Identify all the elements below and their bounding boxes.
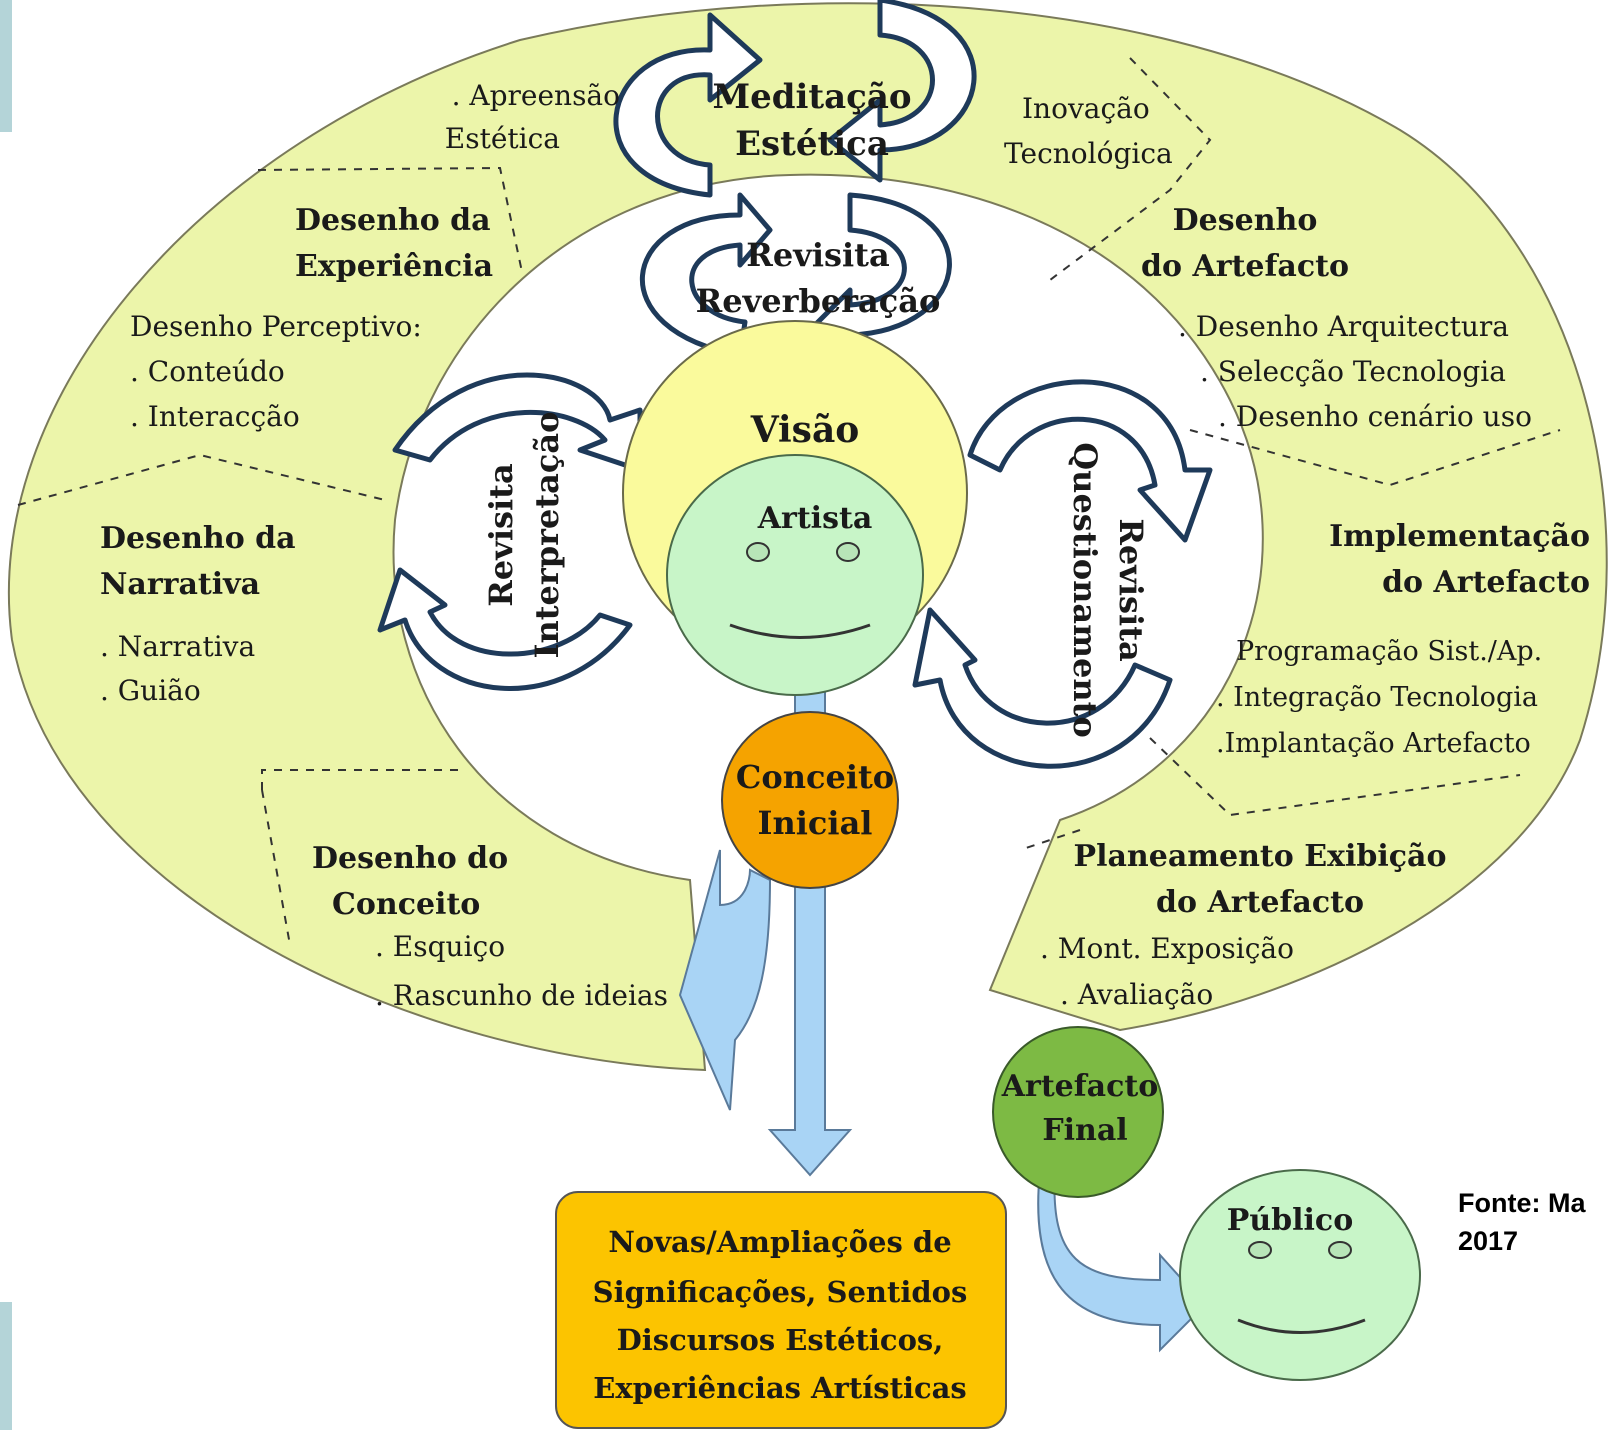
initial-concept-circle <box>721 711 899 889</box>
implementation-title-line2: do Artefacto <box>1382 565 1590 600</box>
meditation-title-line1: Meditação <box>712 77 911 117</box>
questioning-line1: Revisita <box>1112 518 1150 661</box>
slide-side-bar-top <box>0 0 12 132</box>
final-artifact-line2: Final <box>1042 1113 1127 1148</box>
result-box <box>555 1191 1007 1429</box>
narrative-title-line2: Narrativa <box>100 567 260 602</box>
public-smile-icon <box>1237 1318 1366 1334</box>
interpretation-line1: Revisita <box>482 463 520 606</box>
artifact-design-item: . Desenho cenário uso <box>1218 400 1532 433</box>
source-line1: Fonte: Ma <box>1458 1188 1586 1218</box>
questioning-line2: Questionamento <box>1066 442 1104 737</box>
implementation-title-line1: Implementação <box>1329 519 1590 554</box>
artist-eye-right-icon <box>836 542 860 562</box>
initial-concept-line1: Conceito <box>736 758 894 796</box>
implementation-item: Programação Sist./Ap. <box>1236 636 1542 667</box>
implementation-item: . Integração Tecnologia <box>1216 682 1538 713</box>
source-line2: 2017 <box>1458 1226 1518 1256</box>
result-line1: Novas/Ampliações de <box>608 1225 951 1259</box>
narrative-title-line1: Desenho da <box>100 521 296 556</box>
artist-smile-icon <box>729 623 871 639</box>
interpretation-line2: Interpretação <box>528 412 566 659</box>
narrative-item: . Narrativa <box>100 630 255 663</box>
meditation-title-line2: Estética <box>735 124 889 164</box>
final-artifact-circle <box>992 1026 1164 1198</box>
public-face <box>1179 1169 1421 1381</box>
concept-title-line2: Conceito <box>332 887 480 922</box>
artist-eye-left-icon <box>746 542 770 562</box>
result-line4: Experiências Artísticas <box>593 1371 967 1405</box>
outer-process-ring <box>7 2 1608 1072</box>
innovation-line2: Tecnológica <box>1004 137 1173 170</box>
artifact-design-item: . Desenho Arquitectura <box>1178 310 1509 343</box>
final-artifact-line1: Artefacto <box>1001 1069 1159 1104</box>
concept-item: . Rascunho de ideias <box>375 979 668 1012</box>
exhibition-item: . Avaliação <box>1060 978 1213 1011</box>
experience-title-line2: Experiência <box>295 249 493 284</box>
section-dividers <box>17 57 1561 946</box>
artifact-to-public-arrow <box>1037 1169 1207 1353</box>
initial-concept-line2: Inicial <box>758 804 873 842</box>
artist-face <box>666 454 924 696</box>
apprehension-line1: . Apreensão <box>452 79 620 112</box>
interpretation-cycle-arrows <box>377 372 643 691</box>
vision-label: Visão <box>750 409 860 451</box>
innovation-line1: Inovação <box>1022 92 1150 125</box>
questioning-cycle-arrows <box>912 379 1213 769</box>
public-label: Público <box>1227 1203 1353 1238</box>
artifact-design-title-line1: Desenho <box>1173 203 1318 238</box>
public-eye-right-icon <box>1328 1241 1352 1259</box>
reverberation-line2: Reverberação <box>696 282 941 320</box>
result-line3: Discursos Estéticos, <box>617 1323 944 1357</box>
artifact-design-title-line2: do Artefacto <box>1141 249 1349 284</box>
artifact-design-item: . Selecção Tecnologia <box>1200 355 1506 388</box>
result-line2: Significações, Sentidos <box>593 1275 968 1309</box>
concept-title-line1: Desenho do <box>312 841 508 876</box>
concept-item: . Esquiço <box>375 930 505 963</box>
experience-item: Desenho Perceptivo: <box>130 310 422 343</box>
artist-label: Artista <box>757 501 873 536</box>
apprehension-line2: Estética <box>445 122 560 155</box>
implementation-item: .Implantação Artefacto <box>1216 728 1531 759</box>
reverberation-line1: Revisita <box>746 236 889 274</box>
exhibition-item: . Mont. Exposição <box>1040 932 1294 965</box>
experience-title-line1: Desenho da <box>295 203 491 238</box>
public-eye-left-icon <box>1248 1241 1272 1259</box>
experience-item: . Interacção <box>130 400 300 433</box>
slide-side-bar-bottom <box>0 1302 12 1430</box>
exhibition-title-line2: do Artefacto <box>1156 885 1364 920</box>
meditation-cycle-arrows <box>613 0 977 198</box>
narrative-item: . Guião <box>100 674 201 707</box>
concept-to-result-curved-arrow <box>678 849 772 1111</box>
experience-item: . Conteúdo <box>130 355 285 388</box>
exhibition-title-line1: Planeamento Exibição <box>1074 839 1447 874</box>
